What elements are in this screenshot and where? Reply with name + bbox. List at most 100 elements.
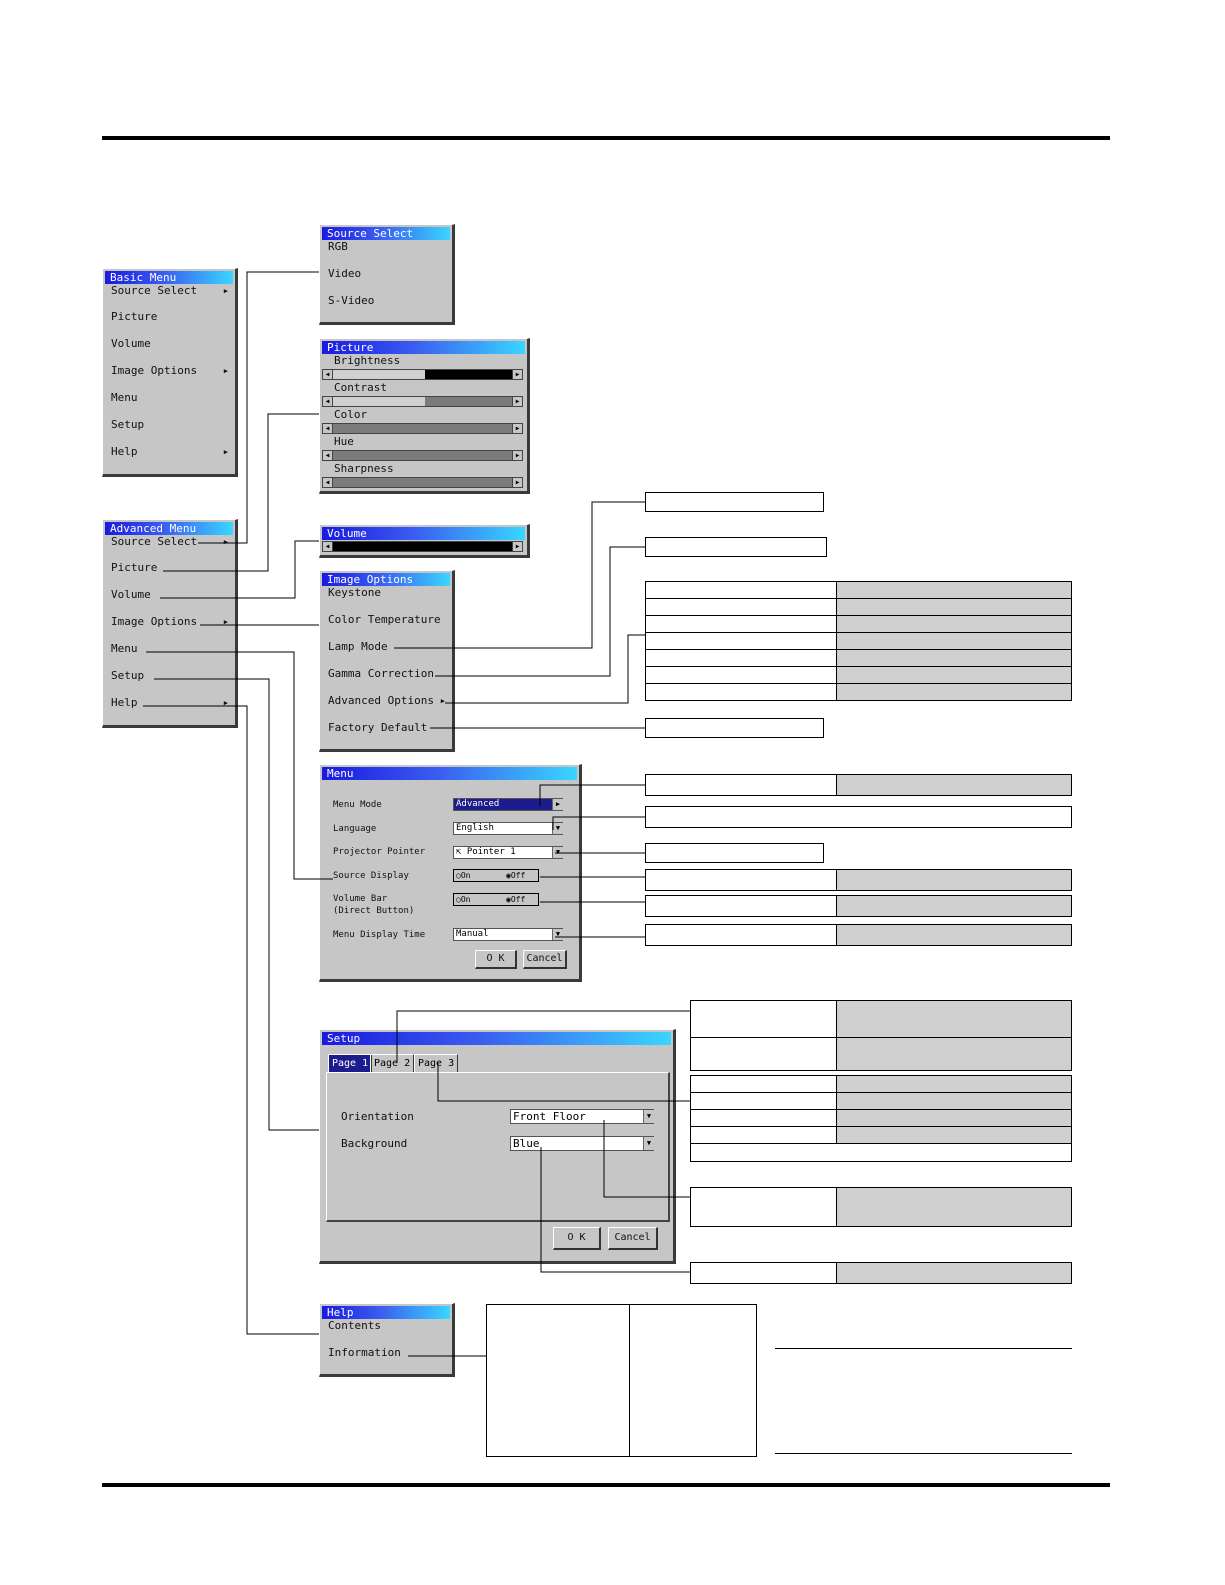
callout-orientation — [690, 1187, 1072, 1227]
top-rule — [102, 136, 1110, 140]
on-label: On — [460, 871, 471, 880]
help-menu-title: Help — [322, 1306, 450, 1319]
submenu-arrow-icon: ▶ — [223, 699, 228, 707]
slider-right-icon[interactable]: ▶ — [512, 424, 522, 433]
menu-cancel-button[interactable]: Cancel — [523, 950, 567, 969]
advanced-menu-item-picture[interactable]: Picture — [111, 561, 158, 574]
setup-cancel-button[interactable]: Cancel — [608, 1227, 658, 1250]
callout-lamp-mode — [645, 492, 824, 512]
setup-dialog-title: Setup — [322, 1032, 671, 1045]
source-display-off-radio[interactable]: ◉Off — [506, 871, 526, 880]
color-slider[interactable]: ◀▶ — [322, 423, 523, 434]
setup-ok-button[interactable]: O K — [553, 1227, 601, 1250]
volume-bar-radio-group: ○On ◉Off — [453, 893, 539, 906]
orientation-dropdown[interactable]: Front Floor ▼ — [510, 1109, 654, 1124]
volume-bar-on-radio[interactable]: ○On — [456, 895, 471, 904]
callout-language — [645, 806, 1072, 828]
menu-mode-label: Menu Mode — [333, 800, 382, 810]
direct-button-label: (Direct Button) — [333, 906, 415, 916]
setup-tab-panel — [326, 1072, 670, 1222]
projector-pointer-label: Projector Pointer — [333, 847, 426, 857]
pointer-icon: ⇱ — [456, 847, 467, 857]
volume-bar-off-radio[interactable]: ◉Off — [506, 895, 526, 904]
source-select-title: Source Select — [322, 227, 450, 240]
basic-menu-title: Basic Menu — [105, 271, 233, 284]
source-item-rgb[interactable]: RGB — [328, 240, 348, 253]
contrast-slider[interactable]: ◀▶ — [322, 396, 523, 407]
advanced-menu-item-menu[interactable]: Menu — [111, 642, 138, 655]
basic-menu-item-volume[interactable]: Volume — [111, 337, 151, 350]
callout-menu-mode — [645, 774, 1072, 796]
image-options-window: Image Options Keystone Color Temperature… — [319, 570, 455, 752]
slider-left-icon[interactable]: ◀ — [323, 370, 333, 379]
submenu-arrow-icon: ▶ — [223, 538, 228, 546]
note-rule-bottom — [775, 1453, 1072, 1454]
language-dropdown[interactable]: English▼ — [453, 822, 563, 835]
slider-right-icon[interactable]: ▶ — [512, 542, 522, 551]
dropdown-arrow-icon[interactable]: ▶ — [552, 799, 563, 810]
language-value: English — [456, 823, 494, 833]
orientation-value: Front Floor — [513, 1110, 586, 1123]
slider-left-icon[interactable]: ◀ — [323, 478, 333, 487]
slider-left-icon[interactable]: ◀ — [323, 451, 333, 460]
basic-menu-item-picture[interactable]: Picture — [111, 310, 158, 323]
basic-menu-item-source-select[interactable]: Source Select — [111, 284, 198, 297]
basic-menu-item-image-options[interactable]: Image Options — [111, 364, 198, 377]
basic-menu-item-setup[interactable]: Setup — [111, 418, 145, 431]
help-menu-window: Help Contents Information — [319, 1303, 455, 1377]
dropdown-arrow-icon[interactable]: ▼ — [643, 1110, 654, 1123]
advanced-menu-item-setup[interactable]: Setup — [111, 669, 145, 682]
help-item-information[interactable]: Information — [328, 1346, 401, 1359]
slider-right-icon[interactable]: ▶ — [512, 451, 522, 460]
slider-right-icon[interactable]: ▶ — [512, 370, 522, 379]
slider-left-icon[interactable]: ◀ — [323, 542, 333, 551]
dropdown-arrow-icon[interactable]: ▼ — [643, 1137, 654, 1150]
help-item-contents[interactable]: Contents — [328, 1319, 381, 1332]
advanced-menu-item-source-select[interactable]: Source Select — [111, 535, 198, 548]
background-dropdown[interactable]: Blue ▼ — [510, 1136, 654, 1151]
picture-label-brightness: Brightness — [334, 354, 401, 367]
image-options-item-color-temperature[interactable]: Color Temperature — [328, 613, 441, 626]
image-options-item-factory-default[interactable]: Factory Default — [328, 721, 428, 734]
slider-left-icon[interactable]: ◀ — [323, 424, 333, 433]
callout-factory-default — [645, 718, 824, 738]
image-options-item-keystone[interactable]: Keystone — [328, 586, 381, 599]
picture-title: Picture — [322, 341, 525, 354]
sharpness-slider[interactable]: ◀▶ — [322, 477, 523, 488]
callout-projector-pointer — [645, 843, 824, 863]
background-label: Background — [341, 1137, 408, 1150]
brightness-slider[interactable]: ◀▶ — [322, 369, 523, 380]
menu-mode-dropdown[interactable]: Advanced▶ — [453, 798, 563, 811]
slider-thumb[interactable] — [333, 397, 425, 406]
advanced-menu-item-help[interactable]: Help — [111, 696, 138, 709]
picture-label-contrast: Contrast — [334, 381, 387, 394]
hue-slider[interactable]: ◀▶ — [322, 450, 523, 461]
image-options-item-gamma-correction[interactable]: Gamma Correction — [328, 667, 434, 680]
advanced-menu-item-volume[interactable]: Volume — [111, 588, 151, 601]
source-item-s-video[interactable]: S-Video — [328, 294, 375, 307]
image-options-item-advanced-options[interactable]: Advanced Options — [328, 694, 434, 707]
off-label: Off — [510, 895, 526, 904]
setup-tab-page-2[interactable]: Page 2 — [370, 1054, 415, 1072]
menu-display-time-dropdown[interactable]: Manual▼ — [453, 928, 563, 941]
source-item-video[interactable]: Video — [328, 267, 362, 280]
basic-menu-item-help[interactable]: Help — [111, 445, 138, 458]
setup-tab-page-1[interactable]: Page 1 — [328, 1054, 373, 1072]
setup-tab-page-3[interactable]: Page 3 — [414, 1054, 459, 1072]
slider-right-icon[interactable]: ▶ — [512, 397, 522, 406]
source-display-on-radio[interactable]: ○On — [456, 871, 471, 880]
callout-volume-bar — [645, 895, 1072, 917]
slider-thumb[interactable] — [333, 370, 425, 379]
volume-slider[interactable]: ◀▶ — [322, 541, 523, 552]
background-value: Blue — [513, 1137, 540, 1150]
slider-right-icon[interactable]: ▶ — [512, 478, 522, 487]
menu-ok-button[interactable]: O K — [475, 950, 517, 969]
advanced-menu-window: Advanced Menu Source Select▶ Picture Vol… — [102, 519, 238, 728]
source-display-radio-group: ○On ◉Off — [453, 869, 539, 882]
image-options-item-lamp-mode[interactable]: Lamp Mode — [328, 640, 388, 653]
advanced-menu-item-image-options[interactable]: Image Options — [111, 615, 198, 628]
dropdown-arrow-icon[interactable]: ▼ — [552, 929, 563, 940]
slider-left-icon[interactable]: ◀ — [323, 397, 333, 406]
pointer-value: Pointer 1 — [466, 847, 516, 857]
basic-menu-item-menu[interactable]: Menu — [111, 391, 138, 404]
